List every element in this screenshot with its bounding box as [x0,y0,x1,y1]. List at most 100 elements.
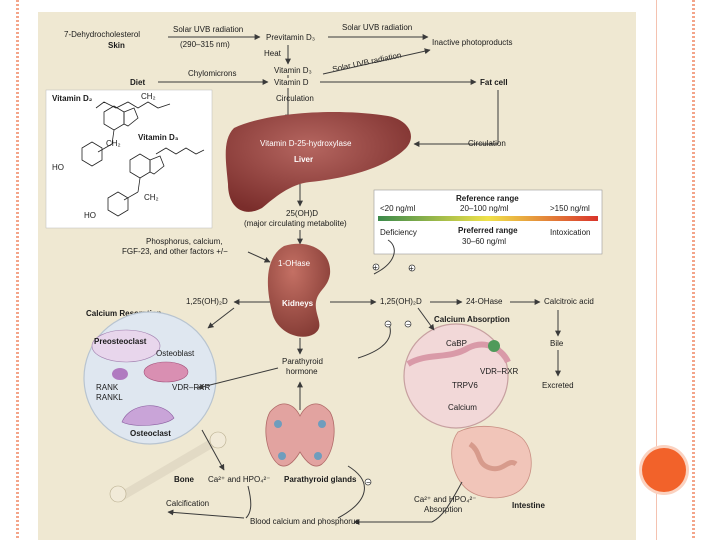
slide-divider-line [656,0,657,540]
intestine-loops [468,441,518,472]
minus-node-3 [364,478,372,486]
label-intoxication: Intoxication [550,228,590,237]
label-rankl: RANKL [96,393,123,402]
label-ch2-low: CH₂ [144,193,159,202]
parathyroid-dot-2 [318,420,326,428]
preosteoclast-cell [91,329,161,363]
label-parathyroid: Parathyroid [282,357,323,366]
label-hormone: hormone [286,367,318,376]
label-previtamin-d3: Previtamin D₃ [266,33,315,42]
accent-circle [642,448,686,492]
label-125ohd-right: 1,25(OH)₂D [380,297,422,306]
label-preosteoclast: Preosteoclast [94,337,147,346]
connector-intestine-to-blood [431,481,463,523]
label-fgf23-factors: FGF-23, and other factors +/− [122,247,228,256]
label-125ohd-left: 1,25(OH)₂D [186,297,228,306]
absorption-circle [403,323,509,429]
vitamin-d2-molecule-icon [81,101,171,167]
diagram-svg: 7-Dehydrocholesterol Skin Solar UVB radi… [45,23,603,526]
label-chylomicrons: Chylomicrons [188,69,236,78]
label-minus-1: − [386,320,391,329]
villi-illustration [406,341,511,367]
label-rank: RANK [96,383,119,392]
label-vdr-rxr-2: VDR–RXR [480,367,518,376]
label-minus-3: − [366,478,371,487]
arrow-d3-to-inactive [322,48,431,75]
arrow-125ohd-to-absorption [417,307,435,331]
label-plus-1: + [373,263,378,272]
label-25ohd: 25(OH)D [286,209,318,218]
minus-node-1 [384,320,392,328]
label-vitamin-d-25-hydroxylase: Vitamin D-25-hydroxylase [260,139,352,148]
label-range-low: <20 ng/ml [380,204,416,213]
liver-illustration [225,112,411,212]
label-kidneys: Kidneys [282,299,314,308]
label-heat: Heat [264,49,282,58]
label-vitamin-d2-structure: Vitamin D₂ [52,94,93,103]
label-trpv6: TRPV6 [452,381,478,390]
plus-node-2 [408,264,416,272]
arrow-resorption-to-bone [201,429,225,471]
label-major-metabolite: (major circulating metabolite) [244,219,347,228]
label-skin: Skin [108,41,125,50]
label-minus-2: − [406,320,411,329]
label-ch2-mid: CH₂ [106,139,121,148]
label-solar-uvb-3: Solar UVB radiation [332,51,403,74]
arrow-pth-to-osteoblast [197,367,279,390]
label-preferred-range: Preferred range [458,226,518,235]
label-plus-2: + [409,264,414,273]
arrow-125ohd-to-resorption [207,307,235,329]
label-solar-uvb-1: Solar UVB radiation [173,25,243,34]
label-fat-cell: Fat cell [480,78,508,87]
label-calcitroic-acid: Calcitroic acid [544,297,594,306]
label-cabp: CaBP [446,339,467,348]
reference-range-box [373,189,603,255]
label-calcium: Calcium [448,403,477,412]
label-vitamin-d: Vitamin D [274,78,309,87]
label-7-dehydrocholesterol: 7-Dehydrocholesterol [64,30,140,39]
label-ch2-top: CH₂ [141,92,156,101]
label-range-high: >150 ng/ml [550,204,590,213]
slide-border-left [16,0,19,540]
label-excreted: Excreted [542,381,574,390]
vitamin-d3-molecule-icon [107,147,205,217]
label-preferred-value: 30–60 ng/ml [462,237,506,246]
label-1-ohase: 1-OHase [278,259,311,268]
label-deficiency: Deficiency [380,228,417,237]
thyroid-illustration [265,403,335,467]
slide-border-right [692,0,695,540]
label-ho-2: HO [84,211,96,220]
label-ho-1: HO [52,163,64,172]
label-blood-calcium: Blood calcium and phosphorus [250,517,359,526]
reference-gradient-bar [378,216,598,221]
label-bone: Bone [174,475,195,484]
label-inactive-photoproducts: Inactive photoproducts [432,38,513,47]
bone-icon [109,431,227,503]
label-bile: Bile [550,339,564,348]
vitamin-d-metabolism-figure: 7-Dehydrocholesterol Skin Solar UVB radi… [38,12,636,540]
label-vitamin-d3-structure: Vitamin D₃ [138,133,179,142]
rank-cell [112,368,128,380]
label-liver: Liver [294,155,313,164]
arrow-blood-to-calcification [167,509,245,519]
label-reference-range: Reference range [456,194,519,203]
label-range-mid: 20–100 ng/ml [460,204,509,213]
label-wavelength: (290–315 nm) [180,40,230,49]
label-vitamin-d3: Vitamin D₃ [274,66,312,75]
chemical-structure-box [45,89,213,229]
label-osteoblast: Osteoblast [156,349,195,358]
label-diet: Diet [130,78,145,87]
label-phosphorus-calcium: Phosphorus, calcium, [146,237,222,246]
label-intestine: Intestine [512,501,545,510]
label-osteoclast: Osteoclast [130,429,171,438]
parathyroid-dot-3 [278,452,286,460]
arrow-factors-to-kidney [247,251,271,263]
feedback-arc-top [373,239,395,275]
osteoclast-cell [121,405,175,426]
feedback-blood-to-glands [337,465,365,519]
minus-node-2 [404,320,412,328]
plus-node-1 [372,263,380,271]
label-24-ohase: 24-OHase [466,297,503,306]
label-calcium-absorption: Calcium Absorption [434,315,510,324]
kidney-illustration [267,243,331,337]
